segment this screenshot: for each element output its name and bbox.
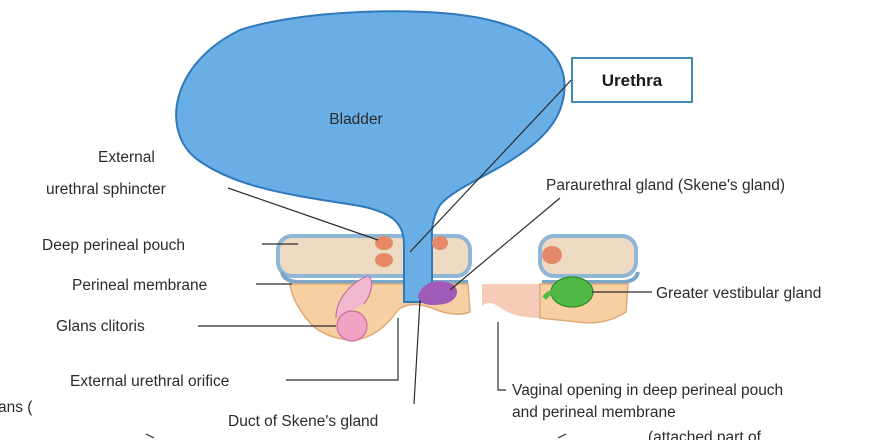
- label-external-sphincter-line2: urethral sphincter: [46, 181, 166, 198]
- label-glans-clitoris: Glans clitoris: [56, 318, 145, 335]
- cut-arrow-left: [146, 434, 154, 438]
- label-greater-vestibular-gland: Greater vestibular gland: [656, 285, 821, 302]
- label-vaginal-opening-line2: and perineal membrane: [512, 404, 676, 421]
- label-cut-bottom-right: (attached part of: [648, 429, 762, 440]
- label-external-urethral-orifice: External urethral orifice: [70, 373, 229, 390]
- urethra-title: Urethra: [602, 71, 663, 90]
- cut-arrow-right: [558, 434, 566, 438]
- label-duct-of-skenes-gland: Duct of Skene's gland: [228, 413, 378, 430]
- deep-perineal-pouch-shape: [278, 236, 636, 276]
- label-vaginal-opening-line1: Vaginal opening in deep perineal pouch: [512, 382, 783, 399]
- label-external-sphincter-line1: External: [98, 149, 155, 166]
- label-cut-left: ans (: [0, 399, 33, 416]
- label-paraurethral-gland: Paraurethral gland (Skene's gland): [546, 177, 785, 194]
- urethra-title-box: Urethra: [572, 58, 692, 102]
- label-bladder: Bladder: [329, 111, 382, 128]
- label-perineal-membrane: Perineal membrane: [72, 277, 207, 294]
- label-deep-perineal-pouch: Deep perineal pouch: [42, 237, 185, 254]
